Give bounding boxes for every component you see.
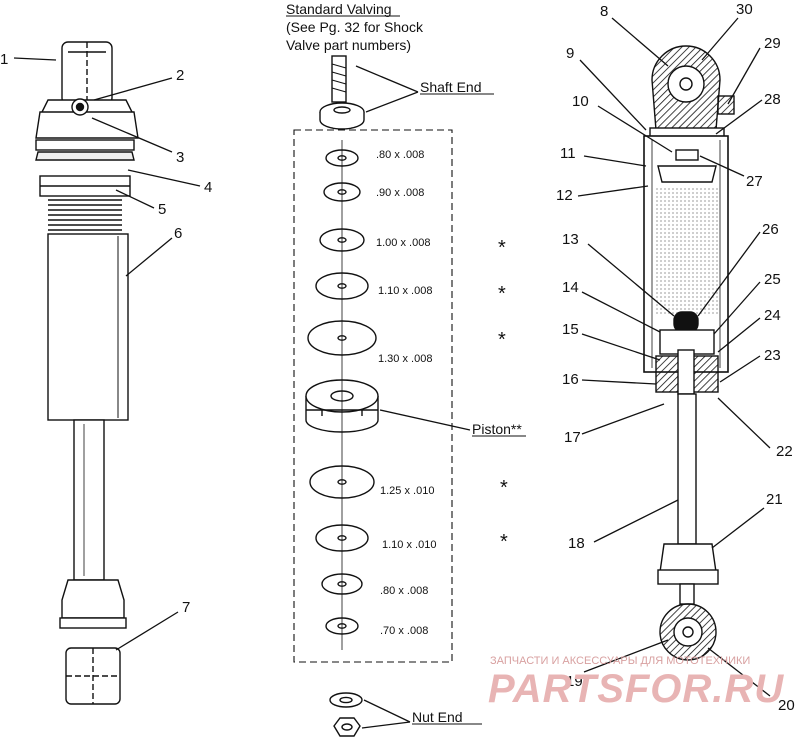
valve-size: .90 x .008 — [376, 187, 424, 199]
callout-26: 26 — [762, 221, 779, 238]
callout-20: 20 — [778, 697, 795, 714]
leaders-center — [355, 65, 471, 729]
callout-14: 14 — [562, 279, 579, 296]
valve-size: .80 x .008 — [376, 149, 424, 161]
callout-22: 22 — [776, 443, 793, 460]
callout-4: 4 — [204, 179, 212, 196]
callout-13: 13 — [562, 231, 579, 248]
callout-3: 3 — [176, 149, 184, 166]
callout-8: 8 — [600, 3, 608, 20]
callout-25: 25 — [764, 271, 781, 288]
callout-15: 15 — [562, 321, 579, 338]
callout-27: 27 — [746, 173, 763, 190]
callout-24: 24 — [764, 307, 781, 324]
leaders-left — [13, 57, 201, 651]
callout-12: 12 — [556, 187, 573, 204]
valve-size: .70 x .008 — [380, 625, 428, 637]
callout-18: 18 — [568, 535, 585, 552]
shock-exterior-view — [35, 41, 139, 705]
callout-2: 2 — [176, 67, 184, 84]
shock-section-view — [643, 45, 735, 661]
watermark-tagline: ЗАПЧАСТИ И АКСЕССУАРЫ ДЛЯ МОТОТЕХНИКИ — [490, 655, 750, 667]
callout-10: 10 — [572, 93, 589, 110]
valve-star: * — [500, 531, 508, 553]
callout-1: 1 — [0, 51, 8, 68]
callout-5: 5 — [158, 201, 166, 218]
callout-7: 7 — [182, 599, 190, 616]
shaft-end-label: Shaft End — [420, 79, 482, 95]
header-line-2: (See Pg. 32 for Shock — [286, 19, 424, 35]
valving-stack — [293, 55, 453, 737]
valve-size: 1.25 x .010 — [380, 485, 434, 497]
callout-17: 17 — [564, 429, 581, 446]
header-line-1: Standard Valving — [286, 1, 392, 17]
valve-star: * — [498, 283, 506, 305]
nut-end-label: Nut End — [412, 709, 463, 725]
valve-size: 1.10 x .010 — [382, 539, 436, 551]
callout-11: 11 — [560, 145, 576, 162]
callout-28: 28 — [764, 91, 781, 108]
valve-star: * — [498, 329, 506, 351]
callout-23: 23 — [764, 347, 781, 364]
watermark-brand: PARTSFOR.RU — [488, 667, 784, 711]
callout-21: 21 — [766, 491, 783, 508]
leaders-right — [577, 17, 771, 697]
callout-19: 19 — [566, 673, 583, 690]
callout-29: 29 — [764, 35, 781, 52]
header-line-3: Valve part numbers) — [286, 37, 411, 53]
piston-label: Piston** — [472, 421, 522, 437]
valve-star: * — [500, 477, 508, 499]
valve-size: .80 x .008 — [380, 585, 428, 597]
valve-size: 1.30 x .008 — [378, 353, 432, 365]
valve-star: * — [498, 237, 506, 259]
valve-size: 1.00 x .008 — [376, 237, 430, 249]
valve-size: 1.10 x .008 — [378, 285, 432, 297]
callout-6: 6 — [174, 225, 182, 242]
callout-30: 30 — [736, 1, 753, 18]
callout-9: 9 — [566, 45, 574, 62]
callout-16: 16 — [562, 371, 579, 388]
